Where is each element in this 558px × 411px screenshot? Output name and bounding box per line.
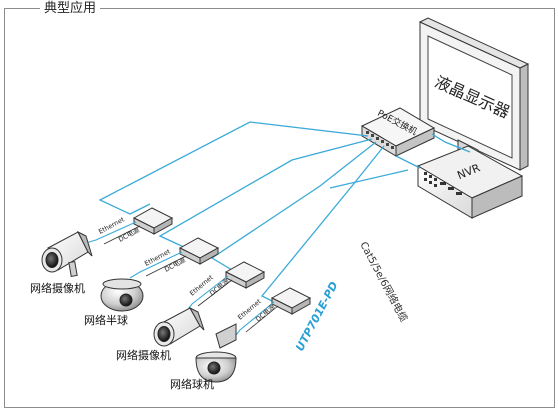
nvr-front-buttons <box>424 172 462 195</box>
poe-switch: PoE交换机 <box>360 107 436 157</box>
monitor: 液晶显示器 <box>418 17 530 171</box>
network-ptz-camera <box>195 323 237 383</box>
diagram-title: 典型应用 <box>40 1 101 17</box>
poe-splitter-4 <box>270 287 312 315</box>
nvr-device: NVR <box>416 145 524 219</box>
poe-splitter-2 <box>178 237 220 265</box>
camera1-caption: 网络摄像机 <box>30 282 85 295</box>
camera4-caption: 网络球机 <box>170 378 214 391</box>
diagram-frame <box>4 8 555 408</box>
camera2-caption: 网络半球 <box>84 314 128 327</box>
adapter2-dc-label: DC电源 <box>163 255 188 274</box>
dc-cables <box>103 225 279 333</box>
camera3-caption: 网络摄像机 <box>116 349 171 362</box>
network-dome-camera <box>100 278 144 312</box>
poe-splitter-3 <box>224 261 266 289</box>
network-camera-1 <box>41 230 93 277</box>
poe-splitter-1 <box>132 207 174 235</box>
model-label: UTP701E-PD <box>293 280 341 354</box>
switch-ports <box>366 131 394 149</box>
network-camera-2 <box>153 306 205 347</box>
adapter1-dc-label: DC电源 <box>117 225 142 244</box>
cable-label: Cat5/5e/6网络电缆 <box>357 239 410 324</box>
